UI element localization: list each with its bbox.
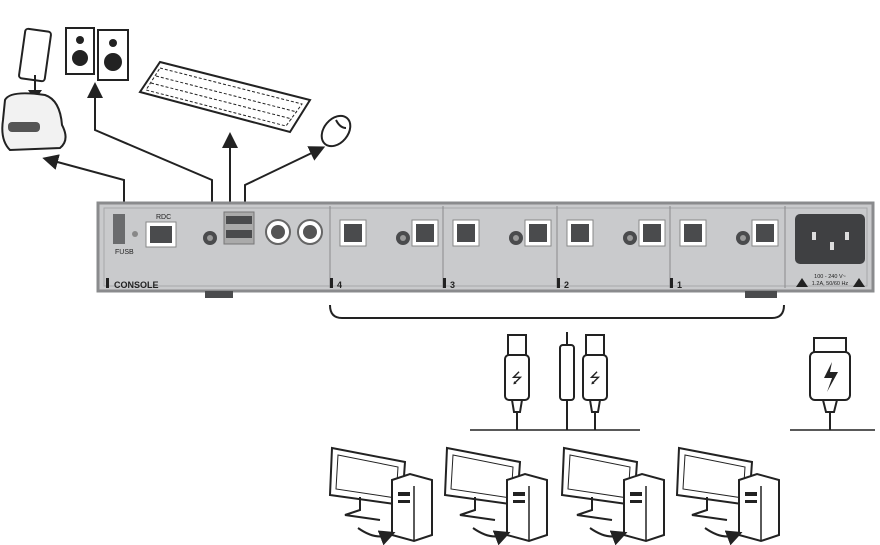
speakers-icon (65, 27, 129, 81)
computer-icon (328, 446, 433, 545)
svg-text:1: 1 (677, 280, 682, 290)
power-rating-current: 1.2A, 50/60 Hz (812, 281, 849, 287)
fusb-label: FUSB (115, 249, 134, 256)
fusb-port (113, 214, 125, 244)
foot-left (205, 291, 233, 298)
mouse-icon (320, 114, 352, 148)
power-inlet (795, 214, 865, 264)
svg-text:3: 3 (450, 280, 455, 290)
warning-icon (853, 278, 865, 287)
rdc-port (150, 226, 172, 243)
rdc-label: RDC (156, 214, 171, 221)
foot-right (745, 291, 777, 298)
port-section-1: 1 (669, 206, 779, 290)
keyboard-icon (138, 60, 312, 134)
led-icon (132, 231, 138, 237)
computer-icon (443, 446, 548, 545)
computer-icon (560, 446, 665, 545)
console-label: CONSOLE (114, 280, 159, 290)
usb-cable-icon: ⭍ (582, 334, 608, 430)
port-section-3: 3 (442, 206, 552, 290)
smart-card-reader-icon (1, 27, 67, 152)
ports-bracket (329, 304, 785, 319)
usb-cable-icon: ⭍ (504, 334, 530, 430)
svg-text:2: 2 (564, 280, 569, 290)
port-section-4: 4 (329, 206, 439, 290)
kvm-rear-panel: FUSB RDC CONSOLE 4 3 (96, 201, 875, 298)
svg-text:⭍: ⭍ (589, 370, 601, 386)
power-rating-voltage: 100 - 240 V~ (814, 274, 846, 280)
audio-cable-icon (559, 332, 575, 430)
svg-text:4: 4 (337, 280, 342, 290)
power-cable-icon (809, 337, 851, 430)
computer-icon (675, 446, 780, 545)
port-section-2: 2 (556, 206, 666, 290)
warning-icon (796, 278, 808, 287)
svg-text:⭍: ⭍ (511, 370, 523, 386)
